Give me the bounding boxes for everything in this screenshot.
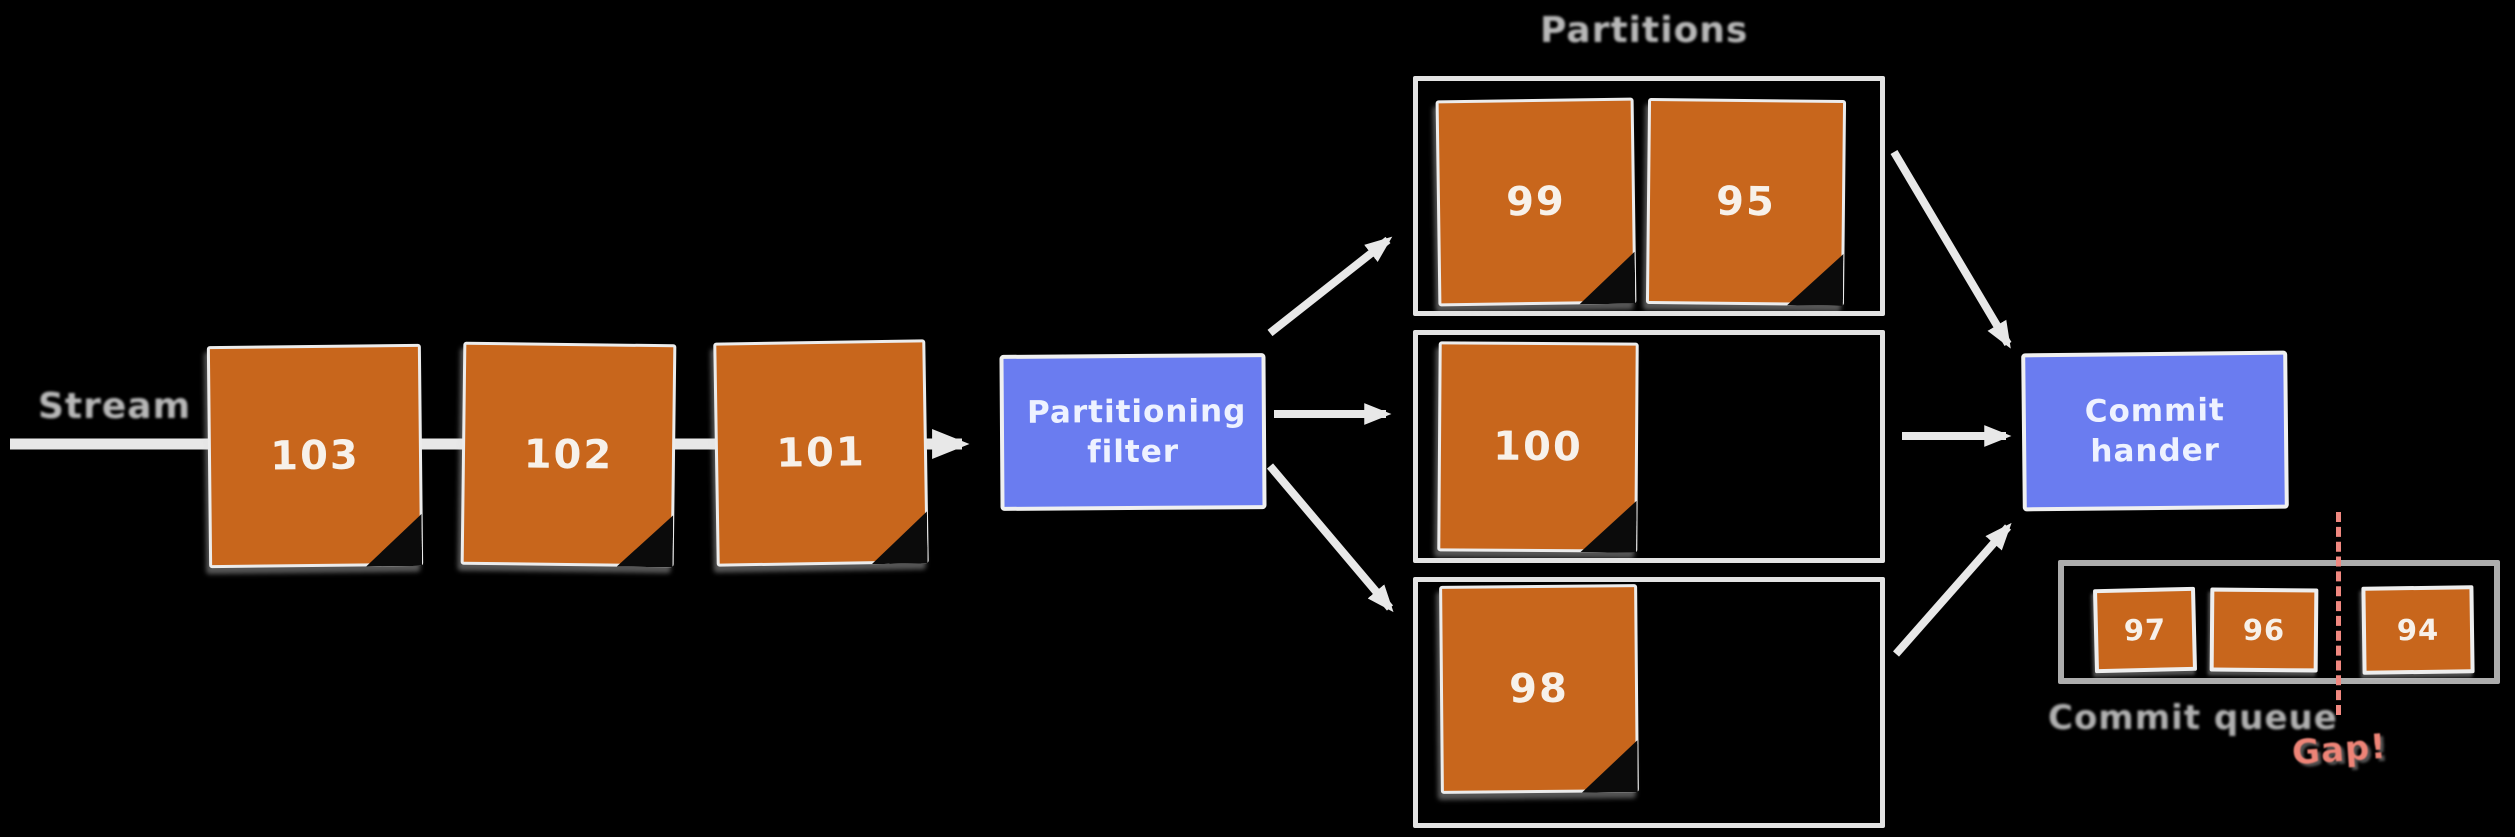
commit-handler-box: Commit hander <box>2021 350 2289 512</box>
folded-corner-icon <box>617 515 674 568</box>
folded-corner-icon <box>1787 253 1844 306</box>
partitioning-filter-label: Partitioning filter <box>1026 392 1247 471</box>
sticky-note-103: 103 <box>206 343 424 569</box>
queue-note-94-value: 94 <box>2396 612 2440 648</box>
stream-label: Stream <box>38 386 192 427</box>
folded-corner-icon <box>1581 740 1637 792</box>
gap-label: Gap! <box>2290 726 2388 774</box>
sticky-note-99-value: 99 <box>1505 178 1567 226</box>
sticky-note-95: 95 <box>1645 97 1847 307</box>
folded-corner-icon <box>1579 252 1636 305</box>
partition-row-1: 99 95 <box>1413 76 1885 316</box>
arrow-filter-to-partition-top <box>1267 236 1393 337</box>
arrow-partition-top-to-commit <box>1890 149 2012 349</box>
commit-queue-box: 97 96 94 <box>2058 560 2500 684</box>
sticky-note-101-value: 101 <box>775 429 867 477</box>
sticky-note-100: 100 <box>1437 341 1639 553</box>
gap-dashed-line <box>2336 512 2341 715</box>
sticky-note-98: 98 <box>1439 584 1639 794</box>
sticky-note-103-value: 103 <box>270 432 360 480</box>
sticky-note-102-value: 102 <box>523 430 614 479</box>
folded-corner-icon <box>366 514 423 567</box>
sticky-note-99: 99 <box>1435 97 1637 307</box>
queue-note-94: 94 <box>2361 585 2475 675</box>
folded-corner-icon <box>1580 500 1636 552</box>
queue-note-96: 96 <box>2209 587 2319 673</box>
arrow-partition-bottom-to-commit <box>1892 522 2012 657</box>
queue-note-96-value: 96 <box>2242 612 2286 648</box>
partitioning-filter-box: Partitioning filter <box>999 353 1267 511</box>
arrow-filter-to-partition-bottom <box>1266 463 1394 613</box>
commit-handler-label: Commit hander <box>2084 391 2226 470</box>
partitions-title: Partitions <box>1540 10 1749 51</box>
queue-note-97: 97 <box>2092 586 2198 674</box>
partition-row-2: 100 <box>1413 330 1885 563</box>
sticky-note-95-value: 95 <box>1715 178 1777 226</box>
folded-corner-icon <box>871 511 928 564</box>
sticky-note-100-value: 100 <box>1493 423 1583 471</box>
sticky-note-98-value: 98 <box>1508 665 1570 713</box>
sticky-note-101: 101 <box>713 339 929 567</box>
partition-row-3: 98 <box>1413 577 1885 828</box>
sticky-note-102: 102 <box>460 341 677 568</box>
queue-note-97-value: 97 <box>2123 612 2167 648</box>
commit-queue-label: Commit queue <box>2048 698 2338 738</box>
